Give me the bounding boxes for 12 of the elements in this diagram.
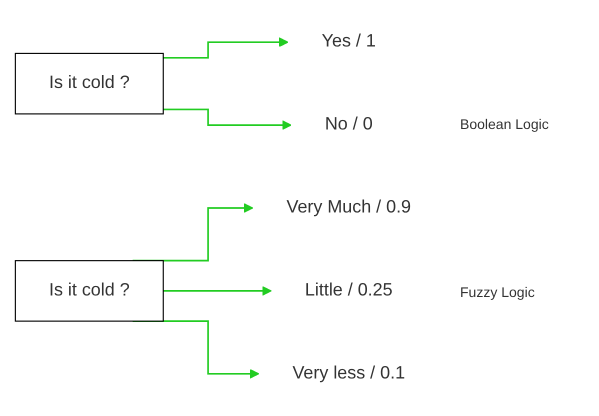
node-box: Is it cold ?	[14, 52, 164, 114]
arrow	[163, 37, 289, 59]
node-text: Very Much / 0.9	[286, 198, 412, 217]
arrow	[163, 108, 292, 130]
node-text: Little / 0.25	[304, 280, 393, 300]
node-box: Is it cold ?	[14, 260, 164, 322]
group-label: Fuzzy Logic	[460, 284, 536, 300]
node-text: No / 0	[324, 115, 373, 134]
arrow	[163, 286, 272, 296]
node-text: Very less / 0.1	[292, 364, 406, 383]
node-text: Yes / 1	[322, 32, 376, 52]
group-label: Boolean Logic	[460, 116, 550, 132]
